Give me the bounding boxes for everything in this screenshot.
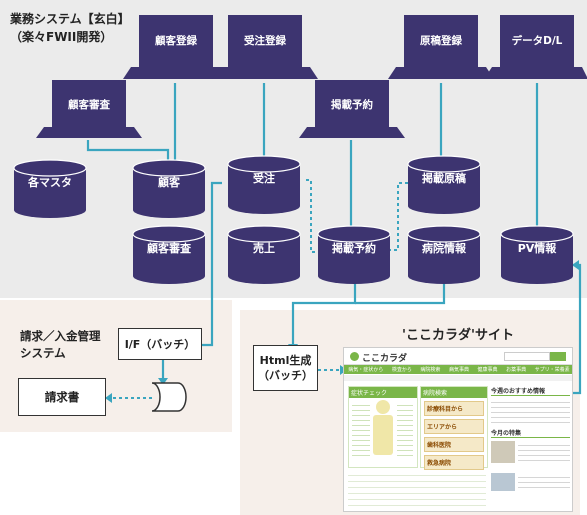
html-gen-line2: （バッチ） <box>258 369 313 382</box>
arrowhead <box>572 260 579 270</box>
feature-text <box>518 441 570 463</box>
hospital-btn-1[interactable]: 診療科目から <box>424 401 484 416</box>
db-label-master: 各マスタ <box>28 176 72 189</box>
db-label-kokyaku-shinsa: 顧客審査 <box>147 242 191 255</box>
site-logo-icon <box>350 352 359 361</box>
connectors <box>86 83 582 395</box>
db-label-juchu: 受注 <box>253 172 275 185</box>
body-figure-icon <box>376 400 390 414</box>
terminal-data-dl <box>484 15 587 79</box>
terminal-juchu-touroku <box>212 15 318 79</box>
db-kokyaku-shinsa-cylinder <box>132 225 206 284</box>
hospital-btn-2[interactable]: エリアから <box>424 419 484 434</box>
db-pv-jouhou-cylinder <box>500 225 574 284</box>
db-keisai-yoyaku-cylinder <box>317 225 391 284</box>
site-nav-item[interactable]: 病気・症状から <box>348 367 384 373</box>
feature-image <box>491 441 515 463</box>
site-hospital-head: 病院検索 <box>421 387 487 398</box>
site-nav-item[interactable]: お薬事典 <box>506 367 527 373</box>
site-logo: ここカラダ <box>362 354 408 364</box>
terminal-genkou-touroku <box>388 15 494 79</box>
dash-juchu-to-keisai-yoyaku <box>306 179 318 253</box>
terminal-label-data-dl: データD/L <box>511 35 563 47</box>
link-keisai-yoyaku-to-htmlgen <box>291 283 357 344</box>
feature-text-2 <box>518 473 570 491</box>
site-logo-bar: ここカラダ <box>344 348 572 365</box>
site-symptom-head: 症状チェック <box>349 387 417 398</box>
site-nav: 病気・症状から 検査から 病院検索 病気事典 健康事典 お薬事典 サプリ・栄養素 <box>344 365 572 374</box>
dashed-connectors <box>112 179 408 399</box>
terminal-label-kokyaku-shinsa: 顧客審査 <box>68 99 110 111</box>
site-title: 'ここカラダ'サイト <box>402 328 514 343</box>
dash-keisai-genkou-to-keisai-yoyaku <box>390 182 408 251</box>
db-label-keisai-yoyaku: 掲載予約 <box>332 242 376 255</box>
db-uriage-cylinder <box>227 225 301 284</box>
site-sub-bar <box>344 375 572 381</box>
arrowhead <box>105 393 112 403</box>
billing-system-title-line2: システム <box>20 346 66 360</box>
billing-system-title-line1: 請求／入金管理 <box>20 329 101 343</box>
system-title-line2: （楽々FWII開発） <box>10 30 113 44</box>
db-label-byouin-jouhou: 病院情報 <box>422 242 466 255</box>
db-byouin-jouhou-cylinder <box>407 225 481 284</box>
db-label-uriage: 売上 <box>253 242 275 255</box>
batch-file-shape <box>151 382 187 412</box>
invoice-box: 請求書 <box>18 378 106 416</box>
site-nav-item[interactable]: 検査から <box>391 367 412 373</box>
body-figure-torso <box>373 415 393 455</box>
site-symptom-panel: 症状チェック <box>348 386 418 468</box>
symptom-links-left <box>352 401 370 456</box>
terminal-keisai-yoyaku <box>299 80 405 138</box>
html-gen-box: Html生成 （バッチ） <box>253 345 318 391</box>
feature-image-2 <box>491 473 515 491</box>
databases <box>13 155 574 284</box>
link-juchu-to-billing <box>202 181 222 347</box>
terminal-label-kokyaku-touroku: 顧客登録 <box>155 35 197 47</box>
db-kokyaku-cylinder <box>132 159 206 218</box>
db-juchu-cylinder <box>227 155 301 214</box>
site-nav-item[interactable]: 病院検索 <box>420 367 441 373</box>
site-hospital-panel: 病院検索 診療科目から エリアから 歯科医院 救急病院 <box>420 386 488 470</box>
site-right-column: 今週のおすすめ情報 今月の特集 <box>491 386 570 508</box>
site-nav-item[interactable]: サプリ・栄養素 <box>534 367 570 373</box>
db-keisai-genkou-cylinder <box>407 155 481 214</box>
site-bottom-links <box>348 470 486 508</box>
db-label-pv-jouhou: PV情報 <box>517 242 557 255</box>
site-recommend-head: 今週のおすすめ情報 <box>491 386 570 396</box>
site-search-box[interactable] <box>504 352 550 361</box>
html-gen-line1: Html生成 <box>259 354 312 367</box>
hospital-btn-3[interactable]: 歯科医院 <box>424 437 484 452</box>
website-screenshot: ここカラダ 病気・症状から検査から病院検索病気事典健康事典お薬事典サプリ・栄養素… <box>343 347 573 512</box>
batch-if-box: I/F（バッチ） <box>118 328 202 360</box>
site-nav-item[interactable]: 病気事典 <box>448 367 469 373</box>
hospital-btn-4[interactable]: 救急病院 <box>424 455 484 470</box>
site-search-button[interactable] <box>550 352 566 361</box>
link-byouin-to-htmlgen <box>355 283 446 305</box>
db-label-keisai-genkou: 掲載原稿 <box>422 172 466 185</box>
terminal-kokyaku-shinsa <box>36 80 142 138</box>
site-feature-head: 今月の特集 <box>491 428 570 438</box>
terminal-label-keisai-yoyaku: 掲載予約 <box>331 99 373 111</box>
terminal-kokyaku-touroku <box>123 15 229 79</box>
db-master-cylinder <box>13 159 87 218</box>
system-title-line1: 業務システム【玄白】 <box>10 12 130 26</box>
symptom-links-right <box>397 401 413 456</box>
arrowhead <box>158 378 168 385</box>
site-nav-item[interactable]: 健康事典 <box>477 367 498 373</box>
recommend-links <box>491 398 570 424</box>
terminal-label-juchu-touroku: 受注登録 <box>244 35 286 47</box>
db-label-kokyaku: 顧客 <box>158 176 180 189</box>
terminal-label-genkou-touroku: 原稿登録 <box>420 35 462 47</box>
